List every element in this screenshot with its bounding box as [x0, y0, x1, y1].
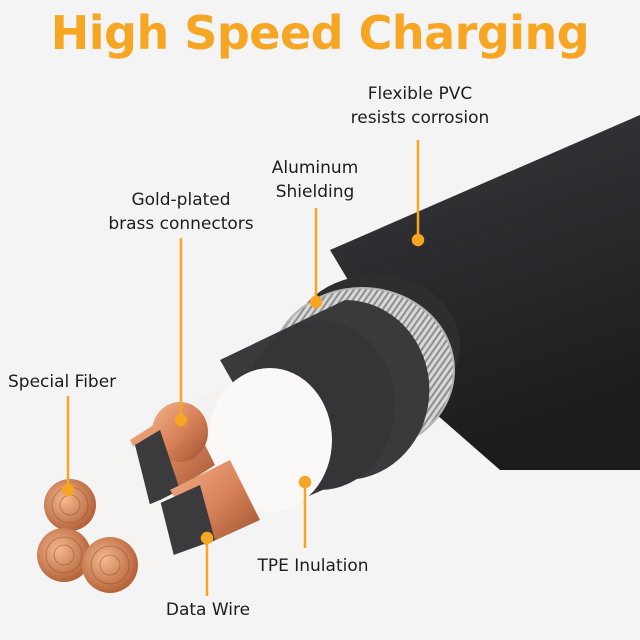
callout-flexible-pvc: Flexible PVC resists corrosion [350, 84, 490, 128]
callout-aluminum-shielding: Aluminum Shielding [271, 158, 359, 202]
callout-data-wire: Data Wire [165, 600, 251, 620]
outer-jacket [330, 115, 640, 470]
callout-special-fiber: Special Fiber [8, 372, 117, 392]
page-title: High Speed Charging [50, 6, 590, 60]
callout-gold-plated-connectors: Gold-plated brass connectors [108, 190, 254, 234]
callout-tpe-insulation: TPE Inulation [257, 556, 369, 576]
